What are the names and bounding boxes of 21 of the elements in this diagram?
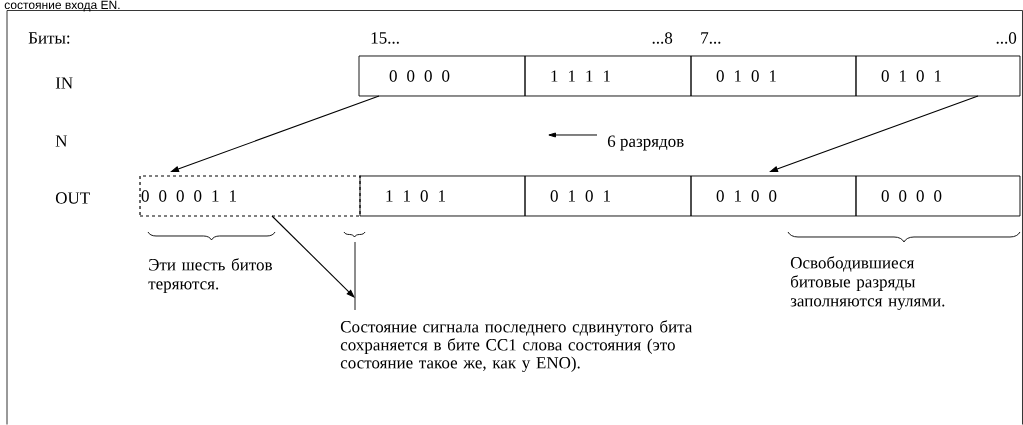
bit-cell: 0 1 0 1 bbox=[690, 55, 857, 97]
bit-cell: 1 1 1 1 bbox=[524, 55, 692, 97]
note-text: Освободившиеся битовые разряды заполняются нулями. bbox=[790, 256, 945, 311]
bit-number: 7... bbox=[701, 32, 721, 44]
bit-cell: 0 1 0 0 bbox=[690, 175, 857, 217]
bit-cell: 0 1 0 1 bbox=[524, 175, 692, 217]
note-text: Состояние сигнала последнего сдвинутого бита сохраняется в бите CC1 слова состояния (это состояние такое же, как у ENO). bbox=[340, 320, 693, 373]
bit-cell: 1 1 0 1 bbox=[359, 175, 526, 217]
dashed-bit-cell: 0 0 0 0 1 1 bbox=[139, 175, 361, 217]
row-label: N bbox=[55, 135, 68, 147]
arrow bbox=[271, 215, 355, 298]
note-text: Эти шесть битов теряются. bbox=[148, 258, 272, 293]
bit-cell: 0 1 0 1 bbox=[855, 55, 1021, 97]
bit-cell: 0 0 0 0 bbox=[855, 175, 1021, 217]
row-label: Биты: bbox=[28, 32, 70, 44]
heading-text: состояние входа EN. bbox=[4, 0, 120, 12]
bit-number: ...8 bbox=[652, 32, 673, 44]
bit-cell: 0 0 0 0 bbox=[358, 55, 526, 97]
row-label: OUT bbox=[55, 192, 90, 204]
shift-label: 6 разрядов bbox=[607, 135, 684, 151]
row-label: IN bbox=[55, 77, 73, 89]
